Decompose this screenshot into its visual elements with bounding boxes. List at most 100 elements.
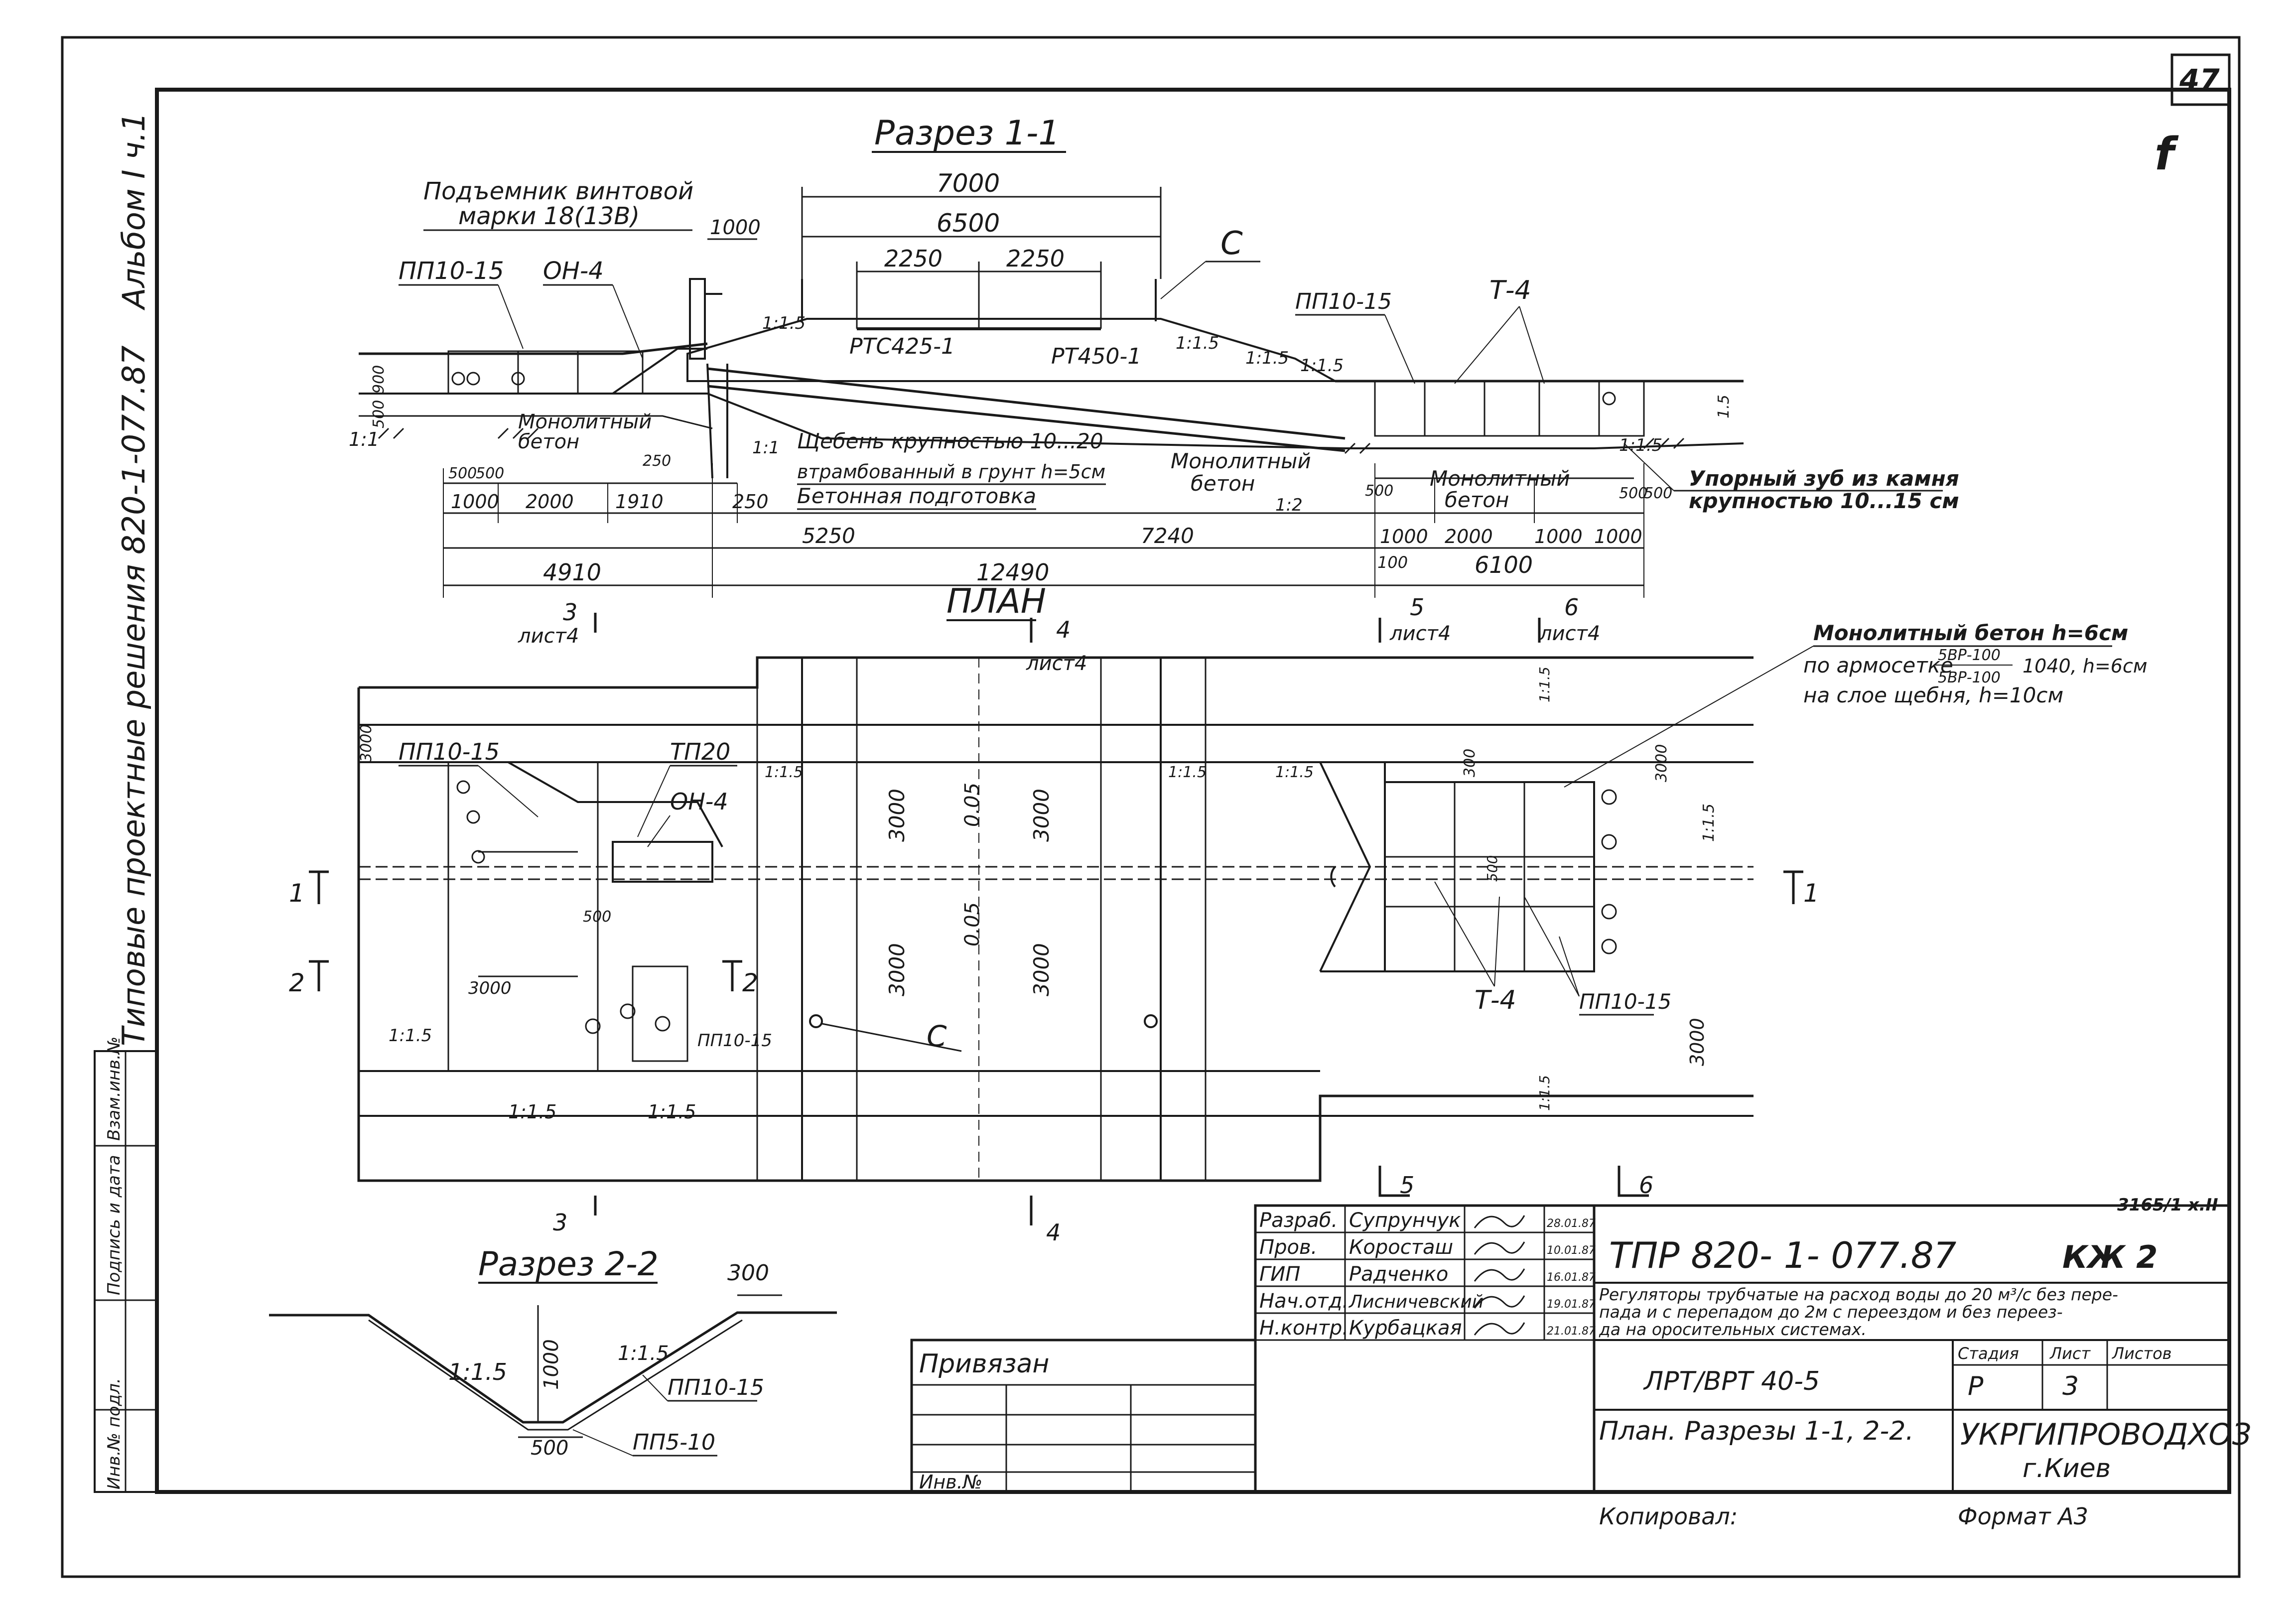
- cut-4-bottom: 4: [1046, 1219, 1061, 1246]
- doc-desc-1: Регуляторы трубчатые на расход воды до 2…: [1599, 1285, 2118, 1304]
- label-tooth-1: Упорный зуб из камня: [1689, 466, 1959, 491]
- dim-100: 100: [1377, 553, 1408, 572]
- label-gravel-3: Бетонная подготовка: [797, 484, 1036, 508]
- dim-2250-b: 2250: [1006, 245, 1065, 272]
- plan-dim-3000-road-1: 3000: [885, 789, 909, 842]
- slope-7: 1:2: [1275, 495, 1303, 515]
- plan-slope-1: 1:1.5: [765, 764, 803, 781]
- stage-header: Стадия: [1958, 1344, 2019, 1363]
- cut-1-left: 1: [289, 879, 305, 908]
- plan-dim-500: 500: [583, 908, 611, 926]
- plan-slope-9: 1:1.5: [1536, 1075, 1553, 1111]
- dim-6100: 6100: [1475, 551, 1533, 578]
- left-cell-replace: Взам.инв.№: [104, 1037, 124, 1141]
- plan-slope-3: 1:1.5: [1275, 764, 1314, 781]
- slope-2: 1:1.5: [1176, 333, 1219, 353]
- copied-label: Копировал:: [1599, 1503, 1738, 1530]
- plan-dim-500-right: 500: [1484, 855, 1500, 882]
- plan-slope-5: 1:1.5: [508, 1101, 556, 1123]
- section-1-1-title: Разрез 1-1: [874, 114, 1060, 153]
- dim-500-a: 500: [448, 465, 477, 482]
- subject: План. Разрезы 1-1, 2-2.: [1599, 1416, 1914, 1446]
- inv-label: Инв.№: [919, 1471, 982, 1493]
- monolith-note-2a: по армосетке: [1803, 653, 1953, 677]
- cut-6-bottom: 6: [1639, 1172, 1653, 1199]
- dim-1000-r2b: 1000: [1380, 526, 1428, 547]
- plan-dim-3000-left: 3000: [358, 724, 375, 762]
- dim-4910: 4910: [543, 559, 601, 586]
- plan-label-on4: ОН-4: [670, 788, 728, 815]
- doc-desc-3: да на оросительных системах.: [1599, 1320, 1867, 1339]
- date-4: 19.01.87: [1547, 1298, 1596, 1311]
- dim-1000-r2a: 1000: [451, 491, 499, 513]
- label-t4-section: Т-4: [1489, 275, 1531, 305]
- label-monolith-1b: бетон: [518, 430, 579, 453]
- plan-dim-3000-h: 3000: [468, 978, 512, 998]
- slope-1: 1:1.5: [762, 313, 806, 333]
- plan-dim-3000-right-top: 3000: [1653, 744, 1670, 782]
- cut-3-bottom: 3: [553, 1209, 567, 1236]
- dim-250-r2: 250: [732, 491, 769, 513]
- label-rt450: РТ450-1: [1051, 344, 1141, 369]
- name-3: Радченко: [1349, 1263, 1448, 1286]
- dim-500-d: 500: [1619, 485, 1647, 502]
- cut-5-bottom: 5: [1400, 1172, 1414, 1199]
- cut-6-sheet: лист4: [1539, 622, 1600, 645]
- role-2: Пров.: [1259, 1236, 1317, 1259]
- slope-4: 1:1.5: [1300, 356, 1344, 376]
- date-1: 28.01.87: [1547, 1217, 1596, 1230]
- left-cell-sign: Подпись и дата: [104, 1155, 124, 1295]
- name-5: Курбацкая: [1349, 1317, 1462, 1340]
- s22-label-pp5-10: ПП5-10: [633, 1430, 715, 1455]
- sheet-header: Лист: [2049, 1344, 2091, 1363]
- plan-label-pp10-15-right: ПП10-15: [1579, 989, 1671, 1014]
- plan-dim-3000-road-3: 3000: [885, 943, 909, 996]
- dim-500-c: 500: [1365, 482, 1393, 500]
- lift-label-2: марки 18(13В): [458, 202, 640, 230]
- object-code: ЛРТ/ВРТ 40-5: [1643, 1366, 1820, 1396]
- dim-500-left: 500: [370, 400, 388, 428]
- doc-mark: КЖ 2: [2062, 1239, 2158, 1275]
- label-monolith-3b: бетон: [1445, 488, 1509, 512]
- dim-900: 900: [370, 365, 388, 394]
- label-monolith-2: Монолитный: [1171, 449, 1311, 473]
- monolith-note-frac-top: 5ВР-100: [1938, 647, 2001, 664]
- role-1: Разраб.: [1259, 1209, 1338, 1232]
- dim-2250-a: 2250: [884, 245, 943, 272]
- cut-2-right: 2: [742, 968, 758, 997]
- plan-slope-005-top: 0.05: [961, 783, 984, 827]
- format-label: Формат А3: [1958, 1503, 2088, 1530]
- plan-slope-4: 1:1.5: [389, 1026, 432, 1046]
- plan-title: ПЛАН: [946, 582, 1046, 621]
- sheet-value: 3: [2062, 1371, 2079, 1401]
- label-pp10-15-left: ПП10-15: [399, 257, 504, 285]
- title-block: Привязан Инв.№ Разраб. Супрунчук 28.01.8…: [910, 1204, 2251, 1530]
- cut-5: 5: [1410, 594, 1424, 621]
- label-pp10-15-right: ПП10-15: [1295, 289, 1392, 314]
- monolith-note-2b: 1040, h=6см: [2023, 655, 2148, 677]
- dim-7240: 7240: [1141, 524, 1194, 548]
- plan-label-pp10-15-mid: ПП10-15: [697, 1031, 772, 1051]
- organization: УКРГИПРОВОДХОЗ: [1960, 1417, 2251, 1452]
- label-tooth-2: крупностью 10...15 см: [1689, 489, 1959, 513]
- date-2: 10.01.87: [1547, 1244, 1596, 1257]
- cut-6: 6: [1564, 594, 1579, 621]
- doc-desc-2: пада и с перепадом до 2м с переездом и б…: [1599, 1302, 2063, 1322]
- sheets-header: Листов: [2112, 1344, 2172, 1363]
- s22-dim-500: 500: [531, 1437, 568, 1460]
- cut-4: 4: [1056, 616, 1071, 643]
- date-5: 21.01.87: [1547, 1325, 1596, 1338]
- label-rtc425: РТС425-1: [849, 334, 955, 359]
- cut-5-sheet: лист4: [1389, 622, 1451, 645]
- plan-label-pp10-15-left: ПП10-15: [399, 738, 500, 765]
- label-c-section: С: [1220, 225, 1243, 262]
- stage-value: Р: [1968, 1371, 1984, 1401]
- slab-symbols: [451, 372, 1617, 1034]
- monolith-note-frac-bottom: 5ВР-100: [1938, 669, 2001, 686]
- name-2: Коросташ: [1349, 1236, 1453, 1259]
- binding-label: Привязан: [919, 1349, 1049, 1379]
- monolith-note-3: на слое щебня, h=10см: [1803, 683, 2063, 707]
- album-label: Альбом I ч.1: [116, 112, 152, 311]
- slope-5: 1:1: [349, 428, 379, 450]
